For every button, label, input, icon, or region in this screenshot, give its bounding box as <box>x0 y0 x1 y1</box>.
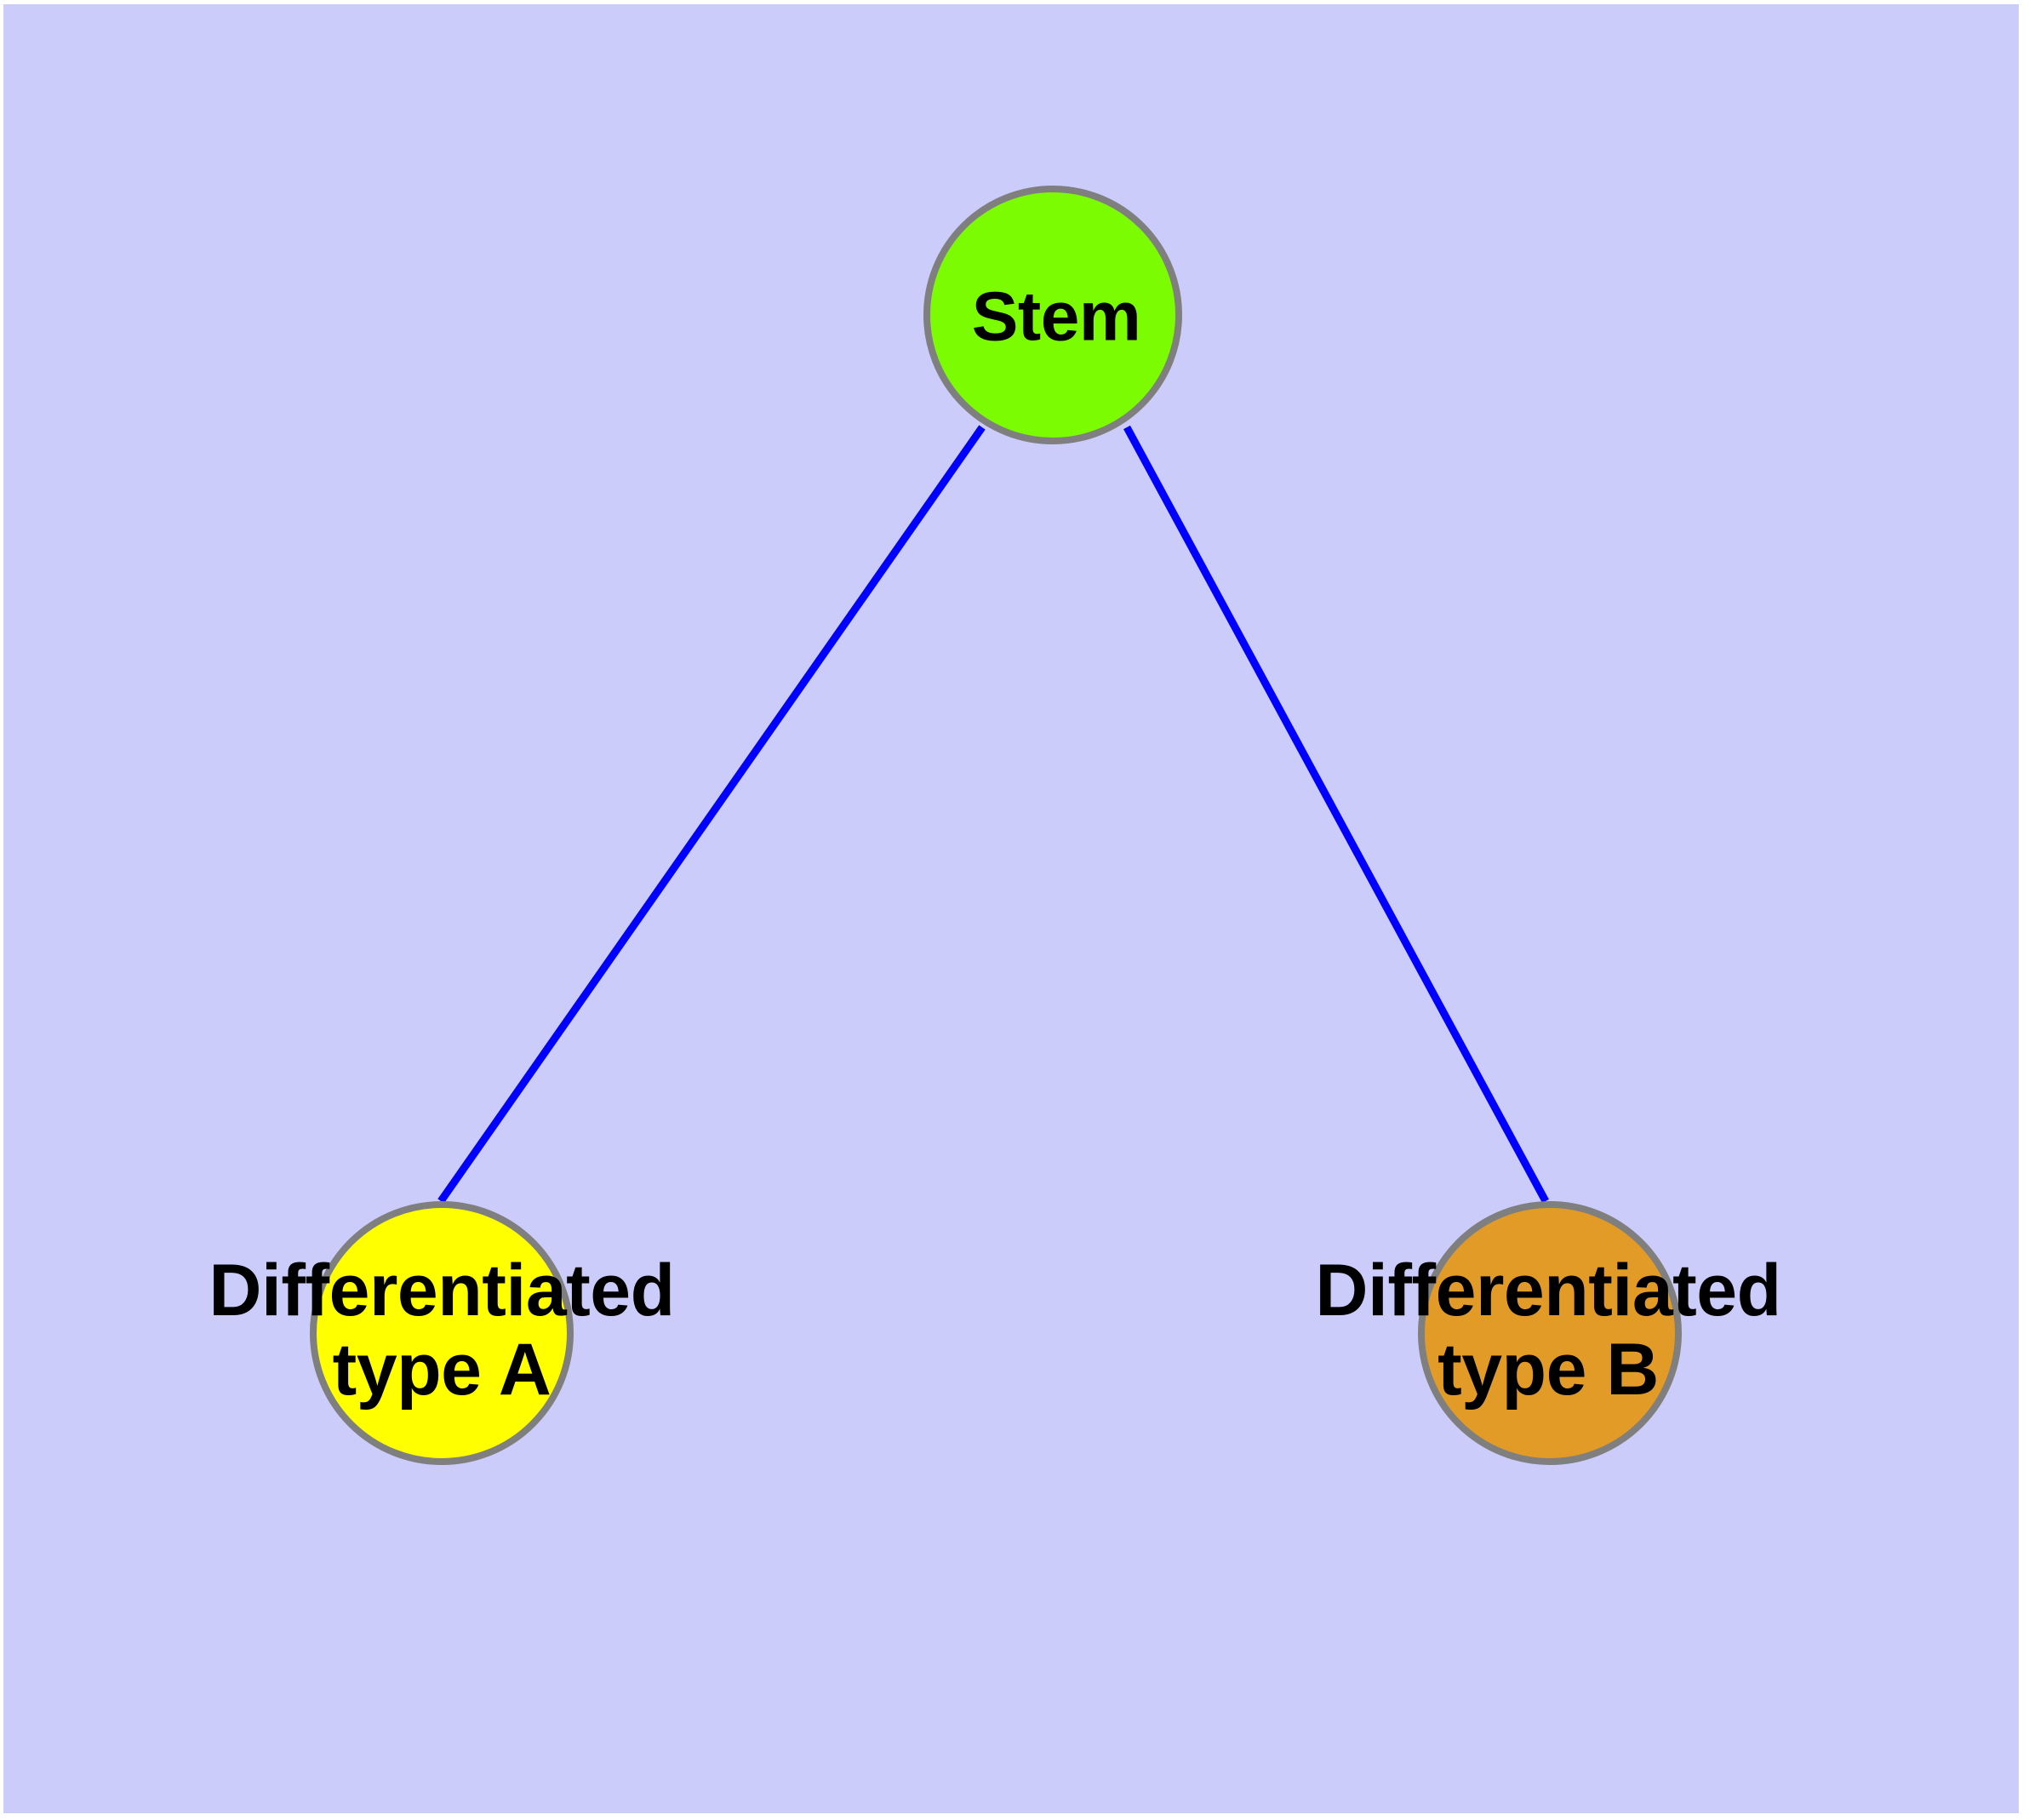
node-differentiated-type-a[interactable] <box>310 1201 574 1465</box>
node-stem[interactable] <box>923 186 1182 444</box>
edge-layer <box>437 425 1549 1204</box>
edge-stem-to-diff-a <box>437 425 986 1204</box>
edge-stem-to-diff-b <box>1123 425 1549 1204</box>
graph-canvas: Stem Differentiated type A Differentiate… <box>3 4 2019 1813</box>
node-differentiated-type-b[interactable] <box>1418 1201 1682 1465</box>
